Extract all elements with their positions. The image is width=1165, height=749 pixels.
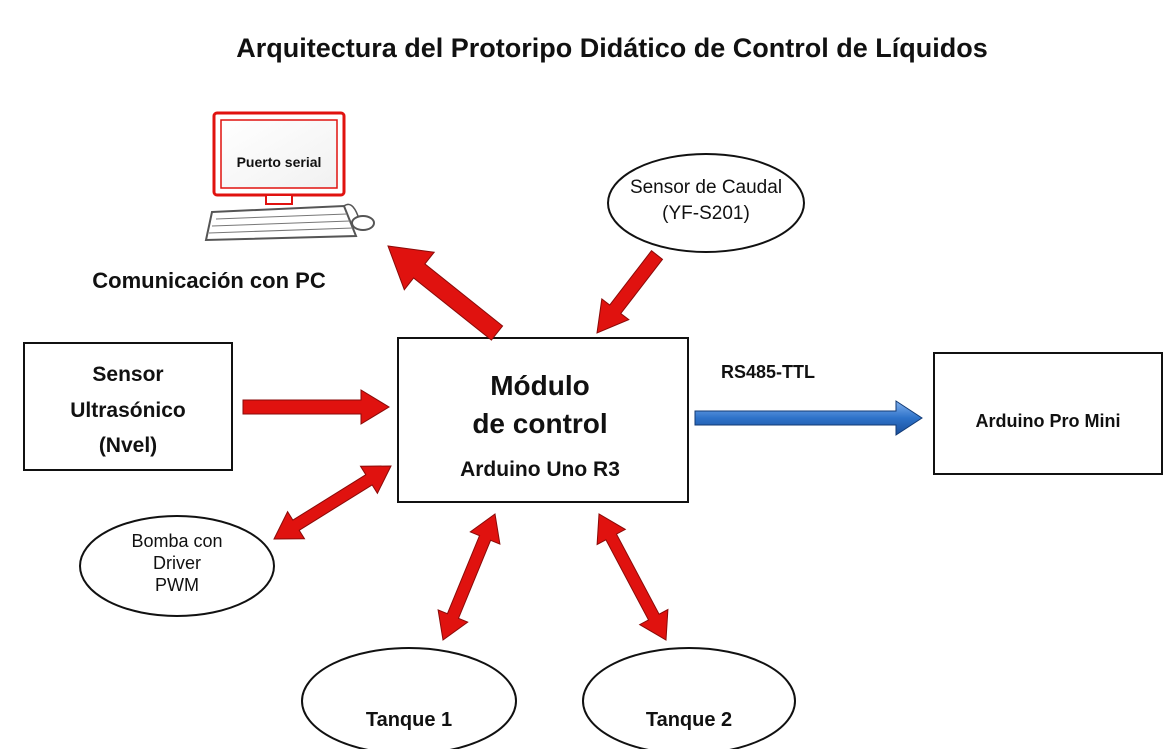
ultrasonic-sensor-line2: Ultrasónico [70,399,186,422]
flow-sensor-oval [607,153,805,253]
arrow-from-ultrasonic [242,389,390,425]
arrow-tank2-bidirectional [596,513,669,641]
pump-oval [79,515,275,617]
tank2-label: Tanque 2 [646,709,732,731]
arrow-pump-bidirectional [273,465,392,540]
control-module-line1: Módulo [490,370,590,401]
rs485-label: RS485-TTL [721,362,815,382]
flow-sensor-line1: Sensor de Caudal [630,177,782,198]
tank1-label: Tanque 1 [366,709,452,731]
arrow-rs485-to-pro-mini [694,400,923,436]
pc-caption: Comunicación con PC [92,268,326,293]
control-module-line3: Arduino Uno R3 [460,458,620,481]
pc-screen-label: Puerto serial [237,154,322,170]
arrow-to-pc [387,245,504,341]
ultrasonic-sensor-line1: Sensor [92,363,163,386]
pump-line2: Driver [153,553,201,573]
control-module-box [397,337,689,503]
arrows-layer [242,245,923,641]
computer-icon [204,111,375,242]
pro-mini-box [933,352,1163,475]
ultrasonic-sensor-box [23,342,233,471]
pump-line1: Bomba con [131,531,222,551]
diagram-title: Arquitectura del Protoripo Didático de C… [236,33,988,63]
pump-line3: PWM [155,575,199,595]
tank2-oval [582,647,796,749]
flow-sensor-line2: (YF-S201) [662,203,750,224]
arrow-tank1-bidirectional [437,513,501,641]
ultrasonic-sensor-line3: (Nvel) [99,434,157,457]
pro-mini-label: Arduino Pro Mini [976,411,1121,431]
tank1-oval [301,647,517,749]
arrow-from-flow-sensor [596,249,664,334]
control-module-line2: de control [472,408,607,439]
